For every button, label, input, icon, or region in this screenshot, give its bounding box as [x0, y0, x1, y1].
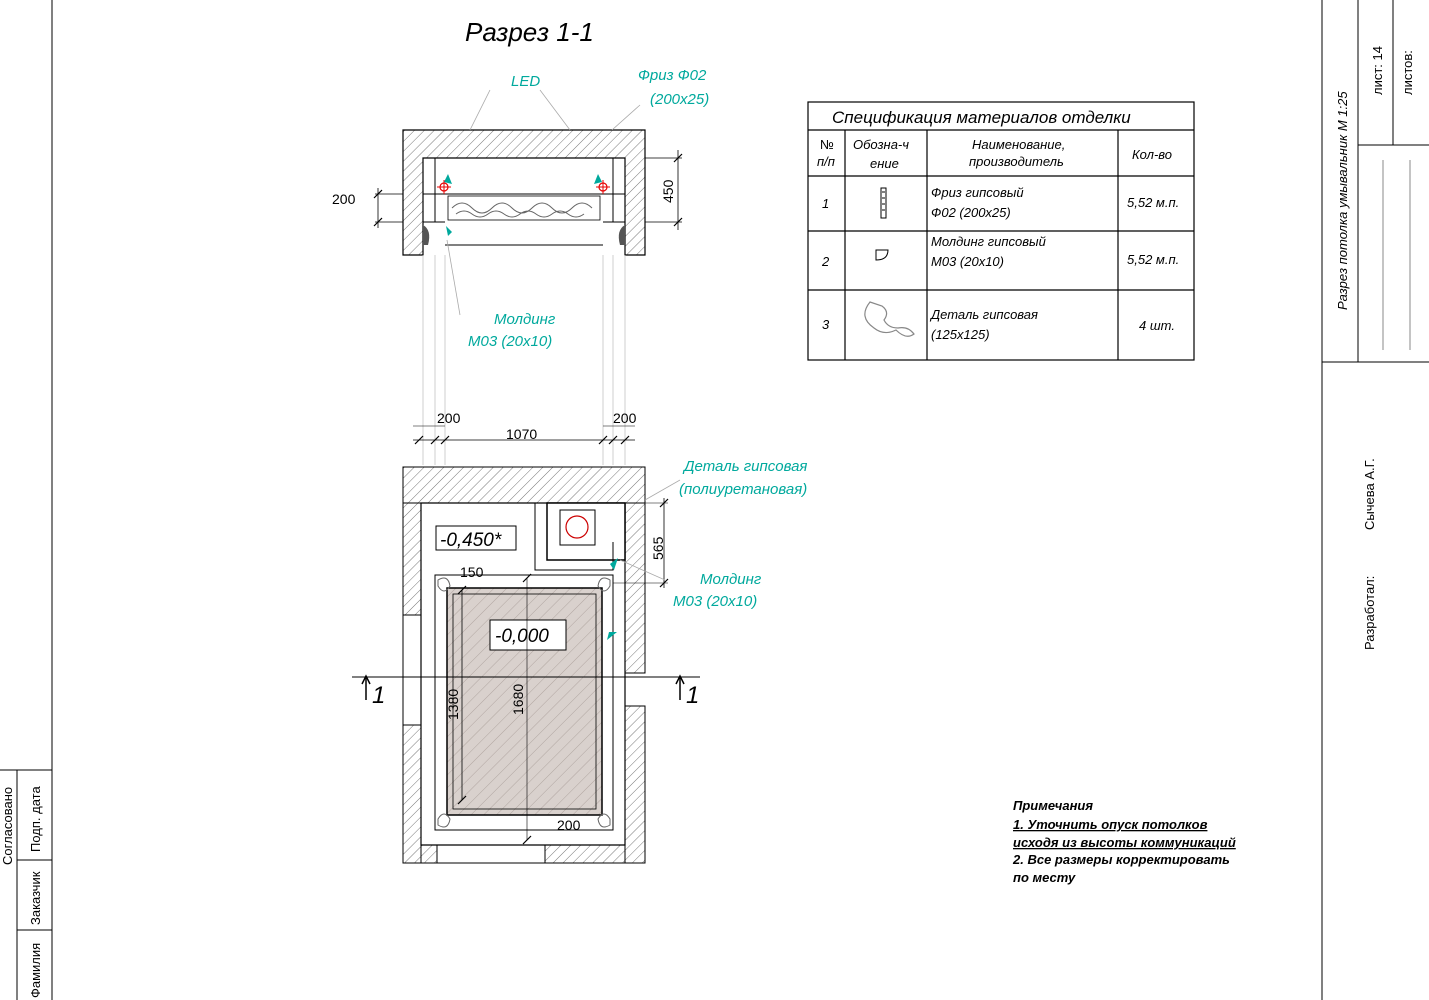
notes-line-4: по месту [1013, 870, 1076, 885]
spec-row-2-name-2: М03 (20x10) [931, 254, 1004, 269]
level-upper: -0,450* [440, 530, 502, 551]
spec-row-3-num: 3 [822, 317, 830, 332]
dim-right-565: 565 [650, 536, 666, 560]
dim-top-200-left: 200 [437, 410, 461, 426]
notes-line-1: 1. Уточнить опуск потолков [1013, 817, 1208, 832]
title-block: Разрез потолка умывальник М 1:25 лист: 1… [1335, 46, 1415, 650]
dim-top-1070: 1070 [506, 426, 537, 442]
plan-view [352, 425, 700, 864]
callout-friz-2: (200x25) [650, 91, 709, 108]
section-view [373, 89, 683, 465]
dim-section-450: 450 [660, 179, 676, 203]
spec-row-3-name-1: Деталь гипсовая [929, 307, 1038, 322]
stamp-agreed: Согласовано [0, 787, 15, 865]
callout-led: LED [511, 73, 540, 90]
callout-friz-1: Фриз Ф02 [638, 67, 707, 84]
notes-line-2: исходя из высоты коммуникаций [1013, 835, 1236, 850]
spec-row-2-name-1: Молдинг гипсовый [931, 234, 1046, 249]
spec-head-num-1: № [820, 137, 834, 152]
notes-title: Примечания [1013, 798, 1093, 813]
spec-row-3-name-2: (125x125) [931, 327, 990, 342]
developer-name: Сычева А.Г. [1362, 458, 1377, 530]
section-mark-right: 1 [686, 682, 699, 709]
callout-molding-2: М03 (20x10) [468, 333, 552, 350]
sheet-title: Разрез потолка умывальник М 1:25 [1335, 91, 1350, 310]
callout-detail-1: Деталь гипсовая [682, 458, 807, 475]
stamp-sign-date: Подп. дата [28, 786, 43, 852]
notes: Примечания 1. Уточнить опуск потолков ис… [1012, 798, 1236, 885]
dim-section-200: 200 [332, 191, 356, 207]
drawing-title: Разрез 1-1 [465, 17, 594, 47]
callout-plan-molding-2: М03 (20x10) [673, 593, 757, 610]
spec-row-1-name-2: Ф02 (200x25) [931, 205, 1011, 220]
sheets-total: листов: [1400, 50, 1415, 95]
callout-plan-molding-1: Молдинг [700, 571, 762, 588]
dim-bottom-200: 200 [557, 817, 581, 833]
sheet-frame [51, 0, 1429, 1000]
spec-row-2-qty: 5,52 м.п. [1127, 252, 1179, 267]
spec-row-1-name-1: Фриз гипсовый [931, 185, 1024, 200]
spec-head-num-2: п/п [817, 154, 835, 169]
spec-row-3-qty: 4 шт. [1139, 318, 1175, 333]
spec-head-name-2: производитель [969, 154, 1064, 169]
dim-vert-1380: 1380 [445, 689, 461, 720]
developed-label: Разработал: [1362, 576, 1377, 650]
spec-row-1-qty: 5,52 м.п. [1127, 195, 1179, 210]
spec-head-name-1: Наименование, [972, 137, 1065, 152]
spec-head-qty: Кол-во [1132, 147, 1172, 162]
spec-head-des-1: Обозна-ч [853, 137, 909, 152]
section-mark-left: 1 [372, 682, 385, 709]
left-stamp: Согласовано Подп. дата Заказчик Фамилия [0, 769, 52, 1000]
spec-row-1-num: 1 [822, 196, 829, 211]
spec-head-des-2: ение [870, 156, 899, 171]
stamp-surname: Фамилия [28, 943, 43, 998]
spec-table [807, 101, 1195, 361]
level-center: -0,000 [495, 626, 549, 647]
dim-top-200-right: 200 [613, 410, 637, 426]
dim-inner-150: 150 [460, 564, 484, 580]
callout-molding-1: Молдинг [494, 311, 556, 328]
callout-detail-2: (полиуретановая) [679, 481, 807, 498]
spec-table-icons [864, 187, 915, 337]
sheet-number: лист: 14 [1370, 46, 1385, 95]
notes-line-3: 2. Все размеры корректировать [1012, 852, 1230, 867]
stamp-customer: Заказчик [28, 871, 43, 925]
spec-row-2-num: 2 [821, 254, 830, 269]
dim-vert-1680: 1680 [510, 684, 526, 715]
spec-title: Спецификация материалов отделки [832, 108, 1131, 127]
